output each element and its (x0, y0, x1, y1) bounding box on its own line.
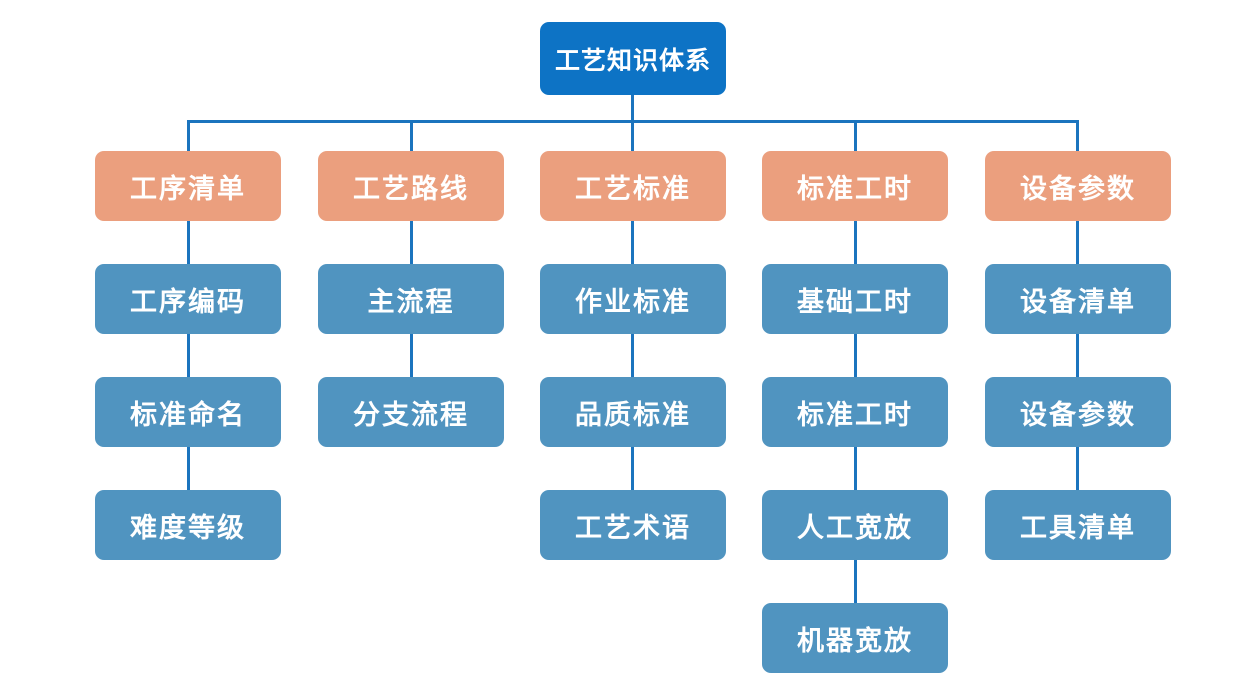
leaf-node: 工序编码 (95, 264, 281, 334)
connector-gap (631, 331, 634, 381)
leaf-node: 难度等级 (95, 490, 281, 560)
connector-gap (631, 444, 634, 494)
leaf-node: 工艺术语 (540, 490, 726, 560)
connector-gap (1076, 331, 1079, 381)
connector-gap (187, 218, 190, 268)
connector-drop-col4 (854, 120, 857, 154)
leaf-node: 标准工时 (762, 377, 948, 447)
leaf-node: 设备清单 (985, 264, 1171, 334)
branch-node: 工序清单 (95, 151, 281, 221)
leaf-node: 设备参数 (985, 377, 1171, 447)
connector-root-stem (631, 92, 634, 122)
root-node: 工艺知识体系 (540, 22, 726, 95)
leaf-node: 人工宽放 (762, 490, 948, 560)
connector-drop-col3 (631, 120, 634, 154)
connector-gap (1076, 444, 1079, 494)
connector-gap (187, 444, 190, 494)
leaf-node: 分支流程 (318, 377, 504, 447)
connector-gap (854, 444, 857, 494)
connector-gap (854, 557, 857, 607)
leaf-node: 标准命名 (95, 377, 281, 447)
connector-drop-col2 (410, 120, 413, 154)
connector-gap (187, 331, 190, 381)
leaf-node: 基础工时 (762, 264, 948, 334)
connector-gap (854, 218, 857, 268)
branch-node: 工艺标准 (540, 151, 726, 221)
leaf-node: 机器宽放 (762, 603, 948, 673)
connector-gap (631, 218, 634, 268)
connector-gap (410, 218, 413, 268)
connector-gap (1076, 218, 1079, 268)
leaf-node: 主流程 (318, 264, 504, 334)
leaf-node: 工具清单 (985, 490, 1171, 560)
branch-node: 工艺路线 (318, 151, 504, 221)
connector-drop-col1 (187, 120, 190, 154)
connector-gap (854, 331, 857, 381)
leaf-node: 作业标准 (540, 264, 726, 334)
branch-node: 设备参数 (985, 151, 1171, 221)
connector-drop-col5 (1076, 120, 1079, 154)
branch-node: 标准工时 (762, 151, 948, 221)
leaf-node: 品质标准 (540, 377, 726, 447)
connector-gap (410, 331, 413, 381)
